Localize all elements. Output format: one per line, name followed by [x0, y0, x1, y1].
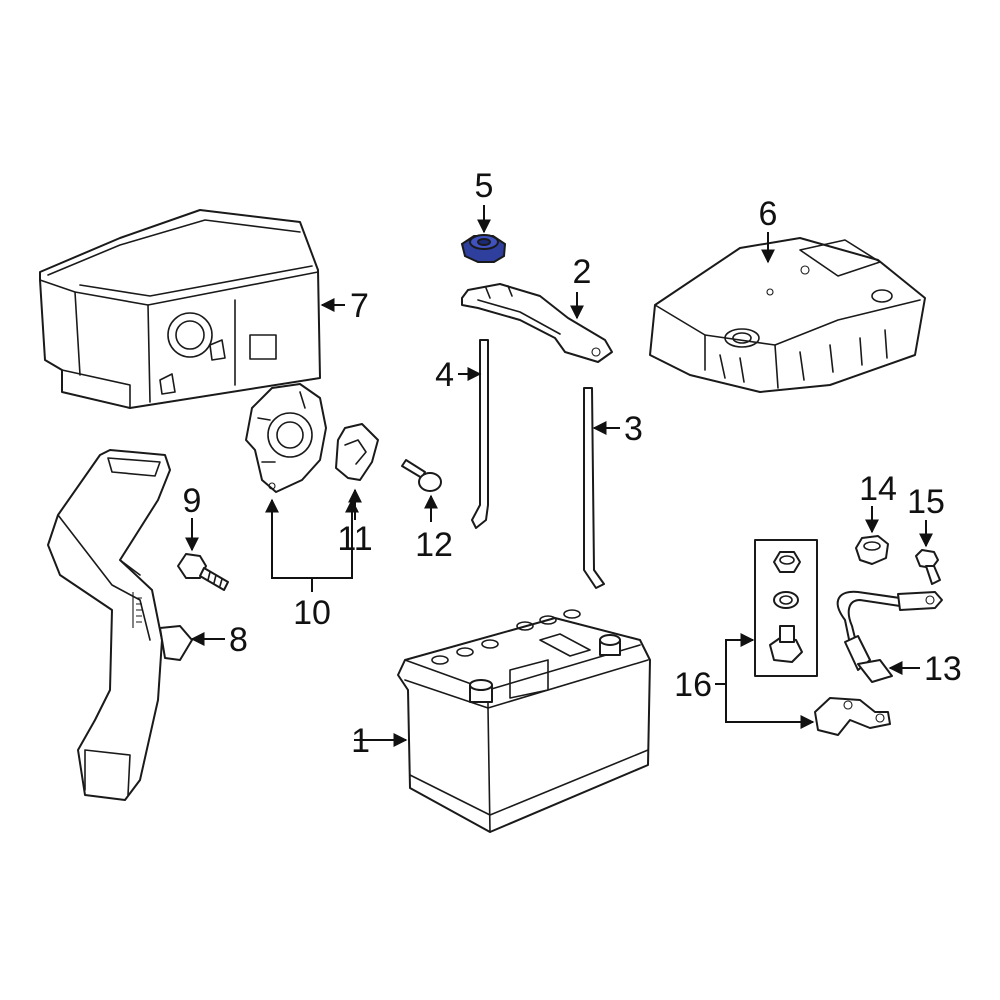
hardware-kit-part — [754, 539, 891, 736]
battery-part — [397, 609, 651, 833]
callout-14: 14 — [859, 470, 897, 508]
callout-6: 6 — [759, 195, 778, 233]
hold-down-clamp-part — [461, 283, 613, 363]
callout-11: 11 — [337, 520, 372, 558]
battery-housing-part — [39, 209, 321, 409]
hold-down-rod-left-part — [471, 339, 489, 529]
callout-1: 1 — [351, 722, 370, 760]
push-pin-part — [401, 459, 442, 492]
callout-12: 12 — [415, 526, 453, 564]
nut-part-highlighted[interactable] — [460, 234, 507, 263]
callout-4: 4 — [435, 356, 454, 394]
stud-15-part — [915, 549, 941, 585]
callout-7: 7 — [350, 287, 369, 325]
battery-cover-part — [649, 237, 926, 393]
air-duct-part — [47, 449, 193, 801]
callout-2: 2 — [573, 253, 592, 291]
hold-down-rod-right-part — [583, 387, 605, 589]
bolt-9-part — [177, 553, 229, 591]
battery-cable-part — [836, 590, 943, 683]
nut-14-part — [855, 535, 889, 565]
callout-3: 3 — [624, 410, 643, 448]
callout-13: 13 — [924, 650, 962, 688]
callout-9: 9 — [183, 482, 202, 520]
callout-8: 8 — [229, 621, 248, 659]
clip-part — [335, 423, 379, 481]
leader-lines — [185, 205, 933, 747]
bracket-part — [245, 383, 327, 493]
callout-15: 15 — [907, 483, 945, 521]
callout-5: 5 — [475, 167, 494, 205]
callout-10: 10 — [293, 594, 331, 632]
callout-16: 16 — [674, 666, 712, 704]
